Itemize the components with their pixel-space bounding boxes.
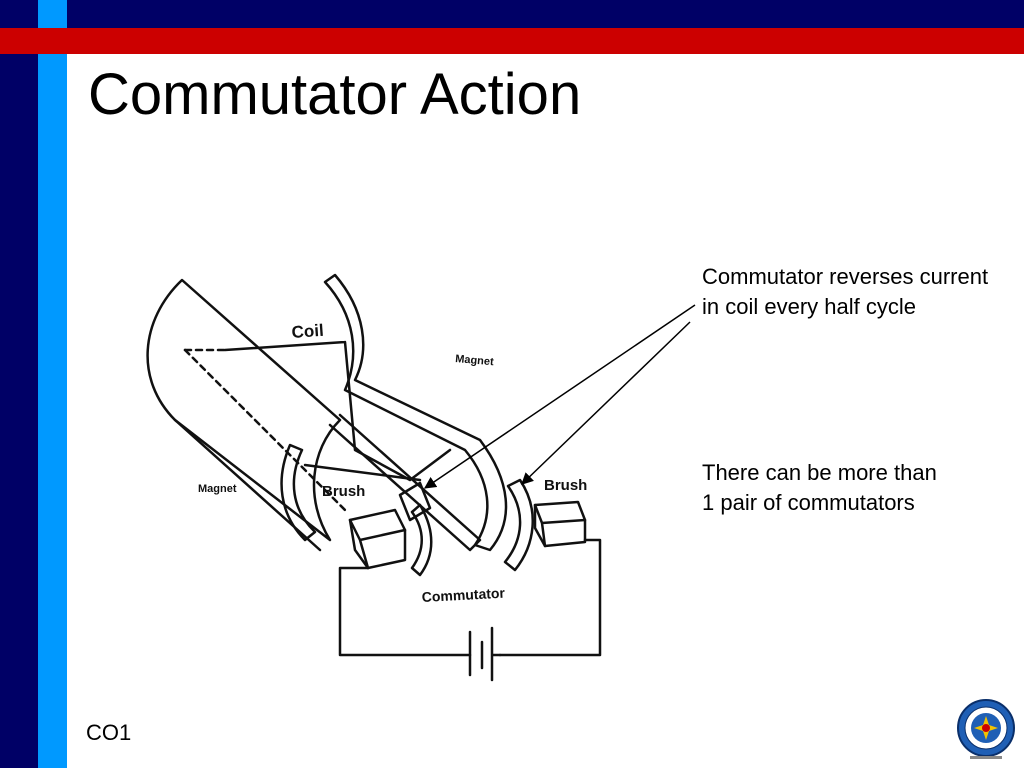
commutator-right-segment [503,478,534,572]
left-brush [348,508,407,570]
callout-commutator-pairs: There can be more than 1 pair of commuta… [702,460,937,515]
left-magnet [146,278,342,542]
right-brush [533,500,587,548]
coil-wire [223,340,452,482]
top-divider [67,54,1024,56]
university-seal-icon [957,699,1015,759]
label-coil: Coil [291,321,324,342]
left-cyan-bar [38,0,67,768]
commutator-left-segment [280,443,317,542]
circuit-wire [338,538,602,657]
label-magnet-top: Magnet [455,353,495,368]
label-magnet-left: Magnet [198,483,237,495]
label-brush-right: Brush [544,477,587,494]
label-commutator: Commutator [421,585,505,605]
left-navy-bar [0,0,38,768]
top-navy-bar [67,0,1024,28]
commutator-diagram: Coil Magnet Magnet Brush Brush Commutato… [146,273,602,682]
top-red-bar [0,28,1024,54]
slide-title: Commutator Action [88,62,582,127]
course-outcome-code: CO1 [86,720,132,745]
callout-commutator-reverses: Commutator reverses current in coil ever… [702,264,989,319]
label-brush-left: Brush [322,483,365,500]
battery-icon [468,626,502,682]
